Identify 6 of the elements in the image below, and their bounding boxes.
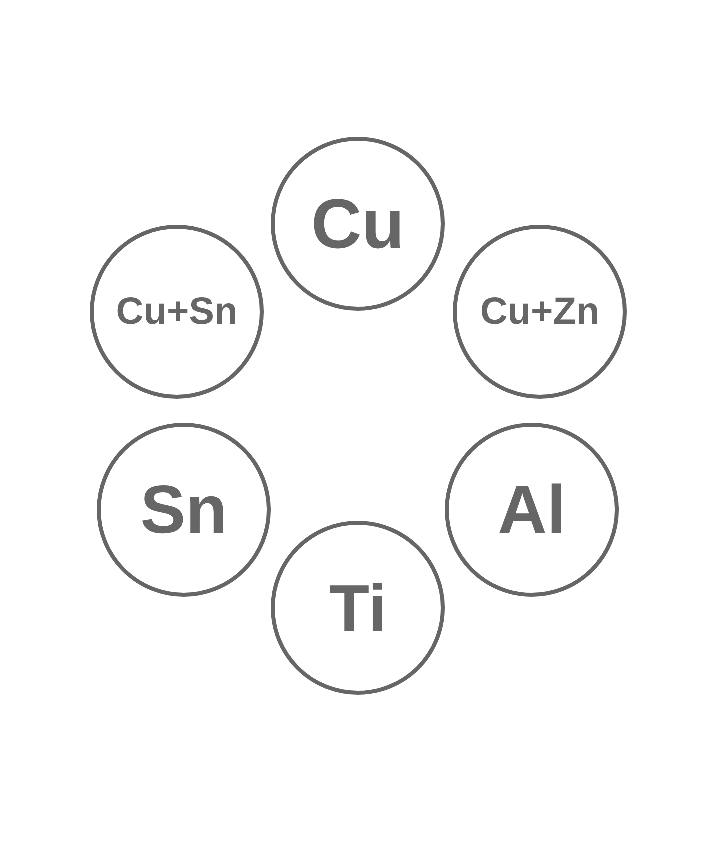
element-label: Sn (140, 476, 228, 544)
element-label: Ti (329, 575, 387, 641)
element-label: Cu+Sn (116, 293, 238, 331)
element-label: Cu+Zn (480, 293, 600, 331)
element-label: Cu (311, 189, 405, 259)
element-label: Al (498, 476, 566, 544)
